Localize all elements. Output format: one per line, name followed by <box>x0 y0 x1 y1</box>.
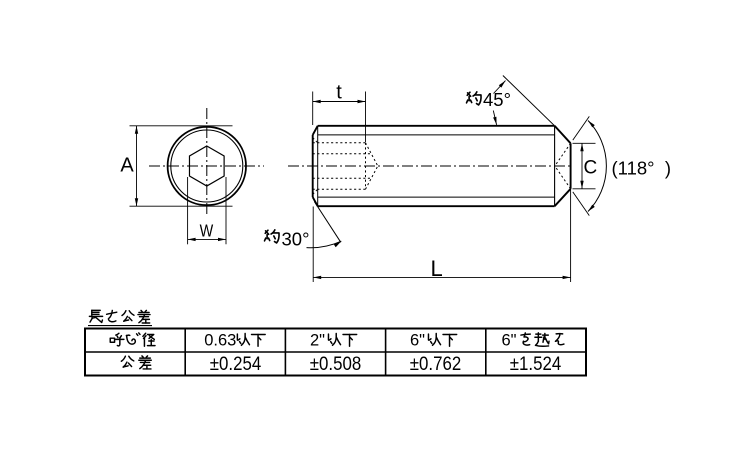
svg-text:45°: 45° <box>483 89 511 110</box>
svg-text:0.63: 0.63 <box>204 331 236 349</box>
svg-text:6": 6" <box>502 331 517 349</box>
svg-text:2": 2" <box>310 331 325 349</box>
svg-text:A: A <box>120 155 134 177</box>
svg-text:C: C <box>584 158 598 179</box>
svg-text:±0.508: ±0.508 <box>310 353 361 375</box>
svg-text:±0.762: ±0.762 <box>410 353 461 375</box>
svg-text:30°: 30° <box>282 229 310 250</box>
svg-text:±0.254: ±0.254 <box>210 353 262 375</box>
svg-text:(118° ): (118° ) <box>612 158 672 179</box>
svg-text:L: L <box>431 256 443 281</box>
svg-text:±1.524: ±1.524 <box>510 353 562 375</box>
svg-text:t: t <box>336 81 342 103</box>
svg-text:W: W <box>200 220 214 240</box>
svg-text:6": 6" <box>410 331 425 349</box>
